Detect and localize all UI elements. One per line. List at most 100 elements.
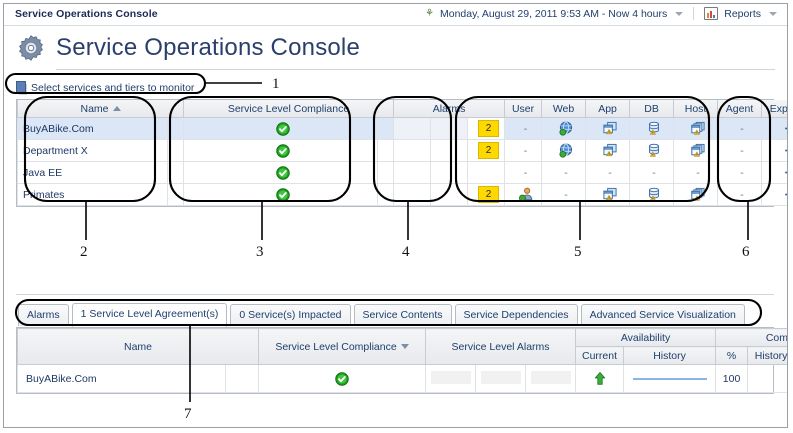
- tier-cell-agent[interactable]: -: [717, 183, 763, 206]
- tier-cell-app[interactable]: [585, 139, 631, 162]
- sla-alarm-cell[interactable]: [525, 364, 577, 393]
- alarm-cell[interactable]: [467, 161, 506, 184]
- tier-cell-host[interactable]: [673, 139, 719, 162]
- toolbar-divider: [693, 7, 695, 20]
- reports-chevron-down-icon[interactable]: [769, 11, 777, 16]
- tab-advanced-service-visualization[interactable]: Advanced Service Visualization: [580, 304, 745, 326]
- column-header-app[interactable]: App: [585, 100, 631, 118]
- column-header-service-level-compliance[interactable]: Service Level Compliance: [183, 100, 395, 118]
- tab-service-dependencies[interactable]: Service Dependencies: [454, 304, 578, 326]
- compliance-spacer-cell: [377, 139, 395, 162]
- explore-cell[interactable]: [761, 183, 787, 206]
- alarm-cell[interactable]: [393, 183, 432, 206]
- tier-cell-agent[interactable]: -: [717, 117, 763, 140]
- tab-service-contents[interactable]: Service Contents: [353, 304, 452, 326]
- availability-current-cell[interactable]: [575, 364, 625, 393]
- compliance-cell[interactable]: [183, 139, 379, 162]
- tier-cell-db[interactable]: [629, 183, 675, 206]
- table-row[interactable]: Department X 2 - -: [17, 139, 787, 162]
- alarm-cell[interactable]: [393, 139, 432, 162]
- tier-cell-agent[interactable]: -: [717, 139, 763, 162]
- tier-cell-user[interactable]: -: [504, 139, 543, 162]
- empty-value: -: [523, 144, 528, 157]
- alarm-cell[interactable]: 2: [467, 183, 506, 206]
- reports-label[interactable]: Reports: [724, 7, 761, 20]
- alarm-count-badge[interactable]: 2: [478, 120, 500, 137]
- select-services-toolbar[interactable]: Select services and tiers to monitor: [16, 81, 194, 94]
- tier-cell-db[interactable]: [629, 139, 675, 162]
- alarm-count-badge[interactable]: 2: [478, 142, 500, 159]
- tier-cell-web[interactable]: [541, 139, 587, 162]
- tier-cell-user[interactable]: [504, 183, 543, 206]
- tier-cell-web[interactable]: -: [541, 161, 587, 184]
- column-header-user[interactable]: User: [504, 100, 543, 118]
- service-name-cell[interactable]: Department X: [17, 139, 168, 162]
- time-range-chevron-down-icon[interactable]: [675, 11, 684, 16]
- availability-history-cell[interactable]: [623, 364, 717, 393]
- tier-cell-app[interactable]: [585, 117, 631, 140]
- table-row[interactable]: Java EE------: [17, 161, 787, 184]
- time-range-label[interactable]: Monday, August 29, 2011 9:53 AM - Now 4 …: [439, 7, 668, 20]
- tier-cell-web[interactable]: -: [541, 183, 587, 206]
- sla-name-spacer-cell: [224, 364, 260, 393]
- sla-compliance-cell[interactable]: [258, 364, 427, 393]
- tier-cell-web[interactable]: [541, 117, 587, 140]
- services-selector-icon[interactable]: [16, 81, 26, 94]
- tab-0-service-s-impacted[interactable]: 0 Service(s) Impacted: [230, 304, 351, 326]
- tier-cell-app[interactable]: [585, 183, 631, 206]
- sla-name-cell[interactable]: BuyABike.Com: [17, 364, 226, 393]
- column-header-db[interactable]: DB: [629, 100, 675, 118]
- tier-cell-db[interactable]: -: [629, 161, 675, 184]
- table-row[interactable]: Primates 2 - -: [17, 183, 787, 206]
- sla-column-header-availability-history[interactable]: History: [623, 346, 717, 365]
- explore-cell[interactable]: [761, 161, 787, 184]
- alarm-cell[interactable]: [430, 117, 469, 140]
- alarm-cell[interactable]: [430, 139, 469, 162]
- column-header-web[interactable]: Web: [541, 100, 587, 118]
- tier-cell-host[interactable]: -: [673, 161, 719, 184]
- tier-cell-agent[interactable]: -: [717, 161, 763, 184]
- compliance-history-cell[interactable]: [747, 364, 787, 393]
- tier-cell-user[interactable]: -: [504, 117, 543, 140]
- sla-column-header-compliance[interactable]: Service Level Compliance: [258, 328, 427, 365]
- table-row[interactable]: BuyABike.Com 100: [17, 364, 787, 393]
- sla-column-header-availability-current[interactable]: Current: [575, 346, 625, 365]
- tier-cell-db[interactable]: [629, 117, 675, 140]
- column-header-explore[interactable]: Explore: [761, 100, 787, 118]
- tier-cell-host[interactable]: [673, 117, 719, 140]
- alarm-cell[interactable]: [393, 117, 432, 140]
- compliance-cell[interactable]: [183, 183, 379, 206]
- alarm-cell[interactable]: [430, 183, 469, 206]
- compliance-cell[interactable]: [183, 161, 379, 184]
- compliance-percent-cell[interactable]: 100: [715, 364, 749, 393]
- explore-cell[interactable]: [761, 117, 787, 140]
- alarm-cell[interactable]: [430, 161, 469, 184]
- tier-cell-app[interactable]: -: [585, 161, 631, 184]
- sla-alarm-cell[interactable]: [475, 364, 527, 393]
- service-name-cell[interactable]: Java EE: [17, 161, 168, 184]
- service-name-cell[interactable]: BuyABike.Com: [17, 117, 168, 140]
- sla-column-header-service-level-alarms[interactable]: Service Level Alarms: [425, 328, 577, 365]
- column-header-alarms[interactable]: Alarms: [393, 100, 506, 118]
- service-name-cell[interactable]: Primates: [17, 183, 168, 206]
- sla-column-header-name[interactable]: Name: [16, 328, 260, 365]
- explore-cell[interactable]: [761, 139, 787, 162]
- tab-alarms[interactable]: Alarms: [18, 304, 69, 326]
- alarm-cell[interactable]: 2: [467, 117, 506, 140]
- column-header-agent[interactable]: Agent: [717, 100, 763, 118]
- tab-1-service-level-agreement-s[interactable]: 1 Service Level Agreement(s): [71, 303, 228, 327]
- sla-alarm-placeholder: [430, 370, 471, 384]
- sla-alarm-cell[interactable]: [425, 364, 477, 393]
- sla-column-header-compliance-history[interactable]: History: [747, 346, 787, 365]
- alarm-count-badge[interactable]: 2: [478, 186, 500, 203]
- alarm-cell[interactable]: 2: [467, 139, 506, 162]
- column-header-host[interactable]: Host: [673, 100, 719, 118]
- select-services-label[interactable]: Select services and tiers to monitor: [31, 81, 195, 94]
- tier-cell-host[interactable]: [673, 183, 719, 206]
- sla-column-header-compliance-percent[interactable]: %: [715, 346, 749, 365]
- compliance-cell[interactable]: [183, 117, 379, 140]
- column-header-name[interactable]: Name: [16, 100, 185, 118]
- alarm-cell[interactable]: [393, 161, 432, 184]
- tier-cell-user[interactable]: -: [504, 161, 543, 184]
